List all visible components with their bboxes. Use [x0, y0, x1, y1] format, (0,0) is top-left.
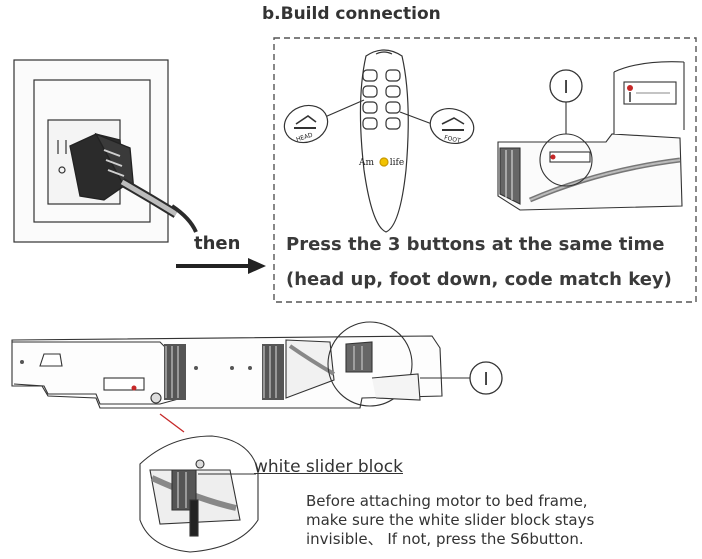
plug: [69, 132, 198, 233]
zoom-leader-line: [159, 413, 185, 433]
section-title: b.Build connection: [262, 4, 441, 24]
slider-detail-circle-mid: [327, 321, 470, 407]
note-line-3: invisible、 If not, press the S6button.: [306, 530, 584, 548]
callout-i-top-text: I: [563, 77, 568, 98]
motor-detail-top: [497, 133, 683, 211]
note-line-1: Before attaching motor to bed frame,: [306, 492, 588, 510]
motor-ribs-right: [262, 344, 284, 400]
motor-detail-circle: [539, 102, 593, 187]
remote-brand: Am life: [359, 158, 404, 168]
instruction-note: Before attaching motor to bed frame, mak…: [306, 492, 594, 549]
step-dashed-box: [273, 37, 697, 303]
remote-brand-left: Am: [359, 158, 375, 168]
then-arrow: [176, 258, 266, 274]
slider-zoom-detail: [139, 435, 259, 553]
then-label: then: [194, 233, 241, 254]
instruction-line-2: (head up, foot down, code match key): [286, 269, 672, 290]
callout-i-top: I: [549, 69, 583, 103]
callout-i-mid: I: [469, 361, 503, 395]
remote-control: [359, 49, 409, 233]
foot-button-callout: [399, 108, 475, 144]
remote-button-grid: [362, 69, 401, 130]
long-motor-body: [11, 335, 443, 409]
instruction-line-1: Press the 3 buttons at the same time: [286, 234, 665, 255]
callout-i-mid-text: I: [483, 369, 488, 390]
remote-brand-right: life: [389, 158, 405, 168]
head-button-callout: [283, 99, 365, 144]
white-slider-block-label: white slider block: [254, 457, 403, 477]
label-callout-box: [613, 60, 685, 134]
note-line-2: make sure the white slider block stays: [306, 511, 595, 529]
motor-ribs-left: [164, 344, 186, 400]
